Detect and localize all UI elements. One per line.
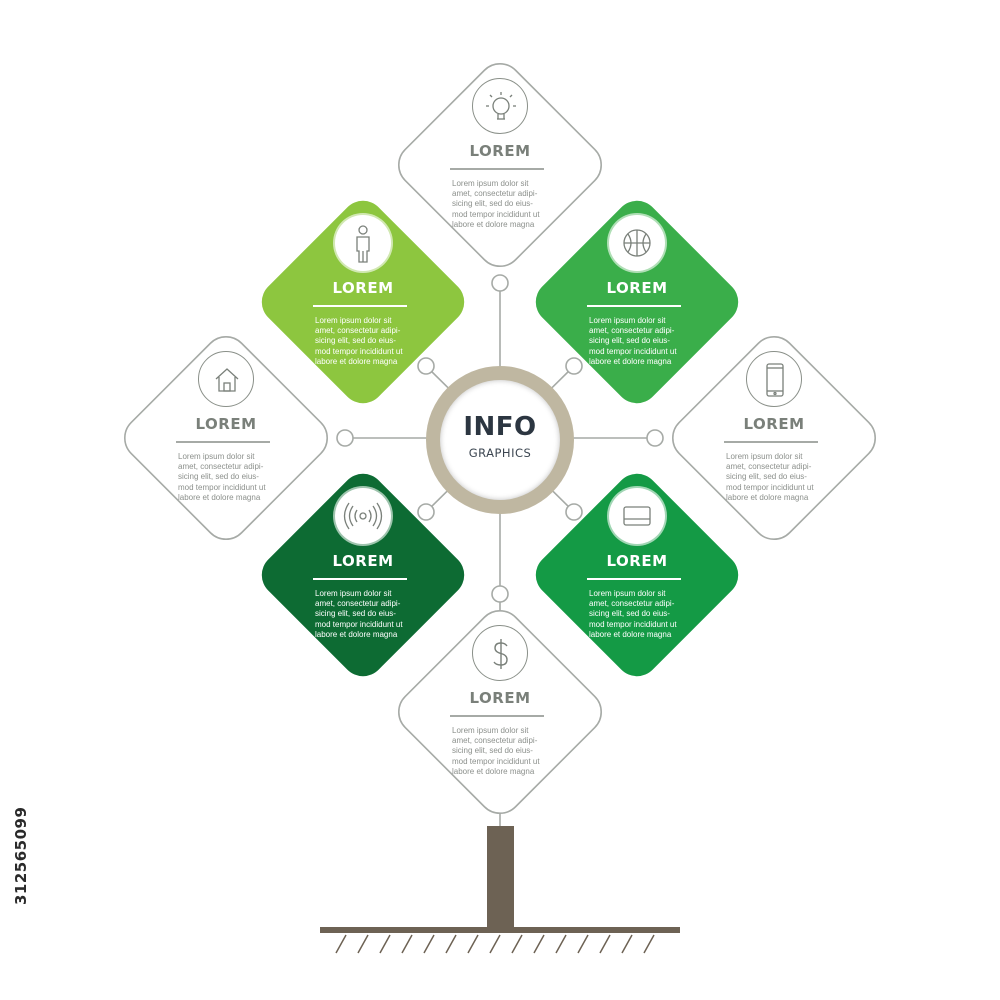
stock-id: 312565099 (10, 765, 34, 905)
card-title: LOREM (195, 415, 257, 433)
card-left: LOREM Lorem ipsum dolor sit amet, consec… (106, 318, 346, 558)
tree-trunk (487, 826, 514, 932)
signal-icon (335, 488, 391, 544)
ground-hatch (335, 934, 655, 954)
card-text: Lorem ipsum dolor sit amet, consectetur … (315, 589, 403, 639)
divider (450, 168, 544, 170)
card-title: LOREM (743, 415, 805, 433)
card-lower-left: LOREM Lorem ipsum dolor sit amet, consec… (243, 455, 483, 695)
center-badge: INFO GRAPHICS (426, 366, 574, 514)
card-right: LOREM Lorem ipsum dolor sit amet, consec… (654, 318, 894, 558)
center-inner (440, 380, 560, 500)
card-title: LOREM (469, 142, 531, 160)
card-text: Lorem ipsum dolor sit amet, consectetur … (452, 726, 540, 776)
stock-id-text: 312565099 (12, 806, 30, 905)
card-text: Lorem ipsum dolor sit amet, consectetur … (452, 179, 540, 229)
card-text: Lorem ipsum dolor sit amet, consectetur … (589, 589, 677, 639)
card-title: LOREM (606, 279, 668, 297)
center-subtitle: GRAPHICS (468, 446, 532, 460)
divider (313, 305, 407, 307)
smartphone-icon (746, 351, 802, 407)
card-title: LOREM (469, 689, 531, 707)
divider (450, 715, 544, 717)
lightbulb-icon (472, 78, 528, 134)
basketball-icon (609, 215, 665, 271)
divider (724, 441, 818, 443)
card-text: Lorem ipsum dolor sit amet, consectetur … (589, 316, 677, 366)
card-text: Lorem ipsum dolor sit amet, consectetur … (315, 316, 403, 366)
person-icon (335, 215, 391, 271)
card-title: LOREM (606, 552, 668, 570)
ground-line (320, 927, 680, 933)
card-title: LOREM (332, 552, 394, 570)
center-title: INFO (463, 412, 537, 442)
card-icon (609, 488, 665, 544)
card-upper-right: LOREM Lorem ipsum dolor sit amet, consec… (517, 182, 757, 422)
card-upper-left: LOREM Lorem ipsum dolor sit amet, consec… (243, 182, 483, 422)
divider (587, 305, 681, 307)
card-top: LOREM Lorem ipsum dolor sit amet, consec… (380, 45, 620, 285)
card-text: Lorem ipsum dolor sit amet, consectetur … (178, 452, 266, 502)
card-lower-right: LOREM Lorem ipsum dolor sit amet, consec… (517, 455, 757, 695)
home-icon (198, 351, 254, 407)
divider (587, 578, 681, 580)
divider (313, 578, 407, 580)
divider (176, 441, 270, 443)
card-title: LOREM (332, 279, 394, 297)
card-text: Lorem ipsum dolor sit amet, consectetur … (726, 452, 814, 502)
card-bottom: LOREM Lorem ipsum dolor sit amet, consec… (380, 592, 620, 832)
dollar-icon (472, 625, 528, 681)
